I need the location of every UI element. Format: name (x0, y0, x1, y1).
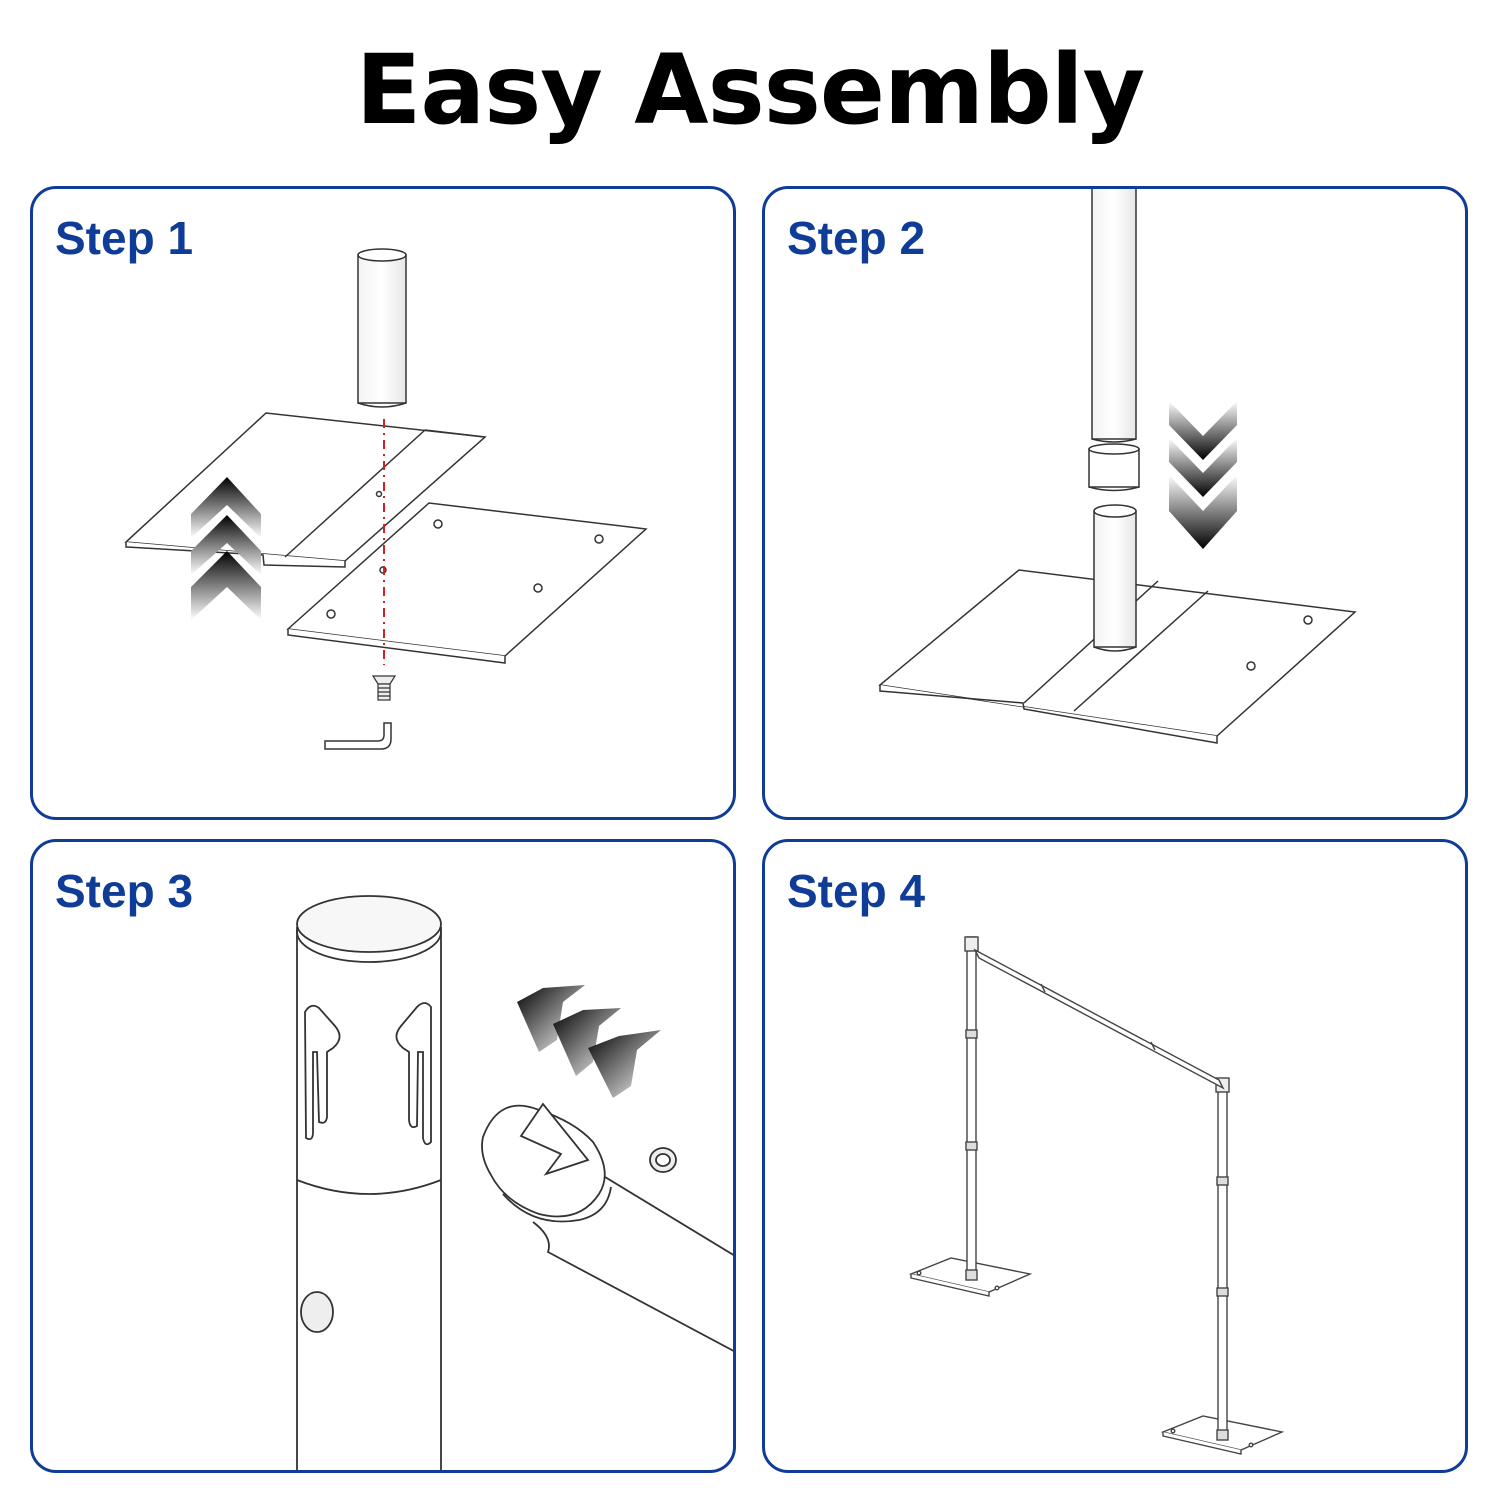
step-3-label: Step 3 (55, 865, 194, 917)
left-upright-pole (964, 936, 979, 1281)
upper-pole (1091, 189, 1137, 443)
screw-icon (371, 675, 397, 701)
down-arrow-icon (1169, 401, 1237, 549)
step-2-illustration (878, 189, 1357, 744)
step-4-illustration (908, 936, 1285, 1455)
crossbar-hook-connector (481, 1102, 733, 1352)
pole-with-keyhole-slots (296, 895, 442, 1470)
connector-sleeve (1088, 443, 1140, 492)
step-4-label: Step 4 (787, 865, 926, 917)
up-arrow-icon (191, 477, 261, 620)
step-2-panel: Step 2 (762, 186, 1468, 820)
assembled-base-plate (878, 569, 1357, 744)
hex-key-icon (324, 722, 392, 750)
crossbar (973, 948, 1225, 1090)
insert-arrow-icon (517, 985, 661, 1098)
step-3-illustration (296, 895, 733, 1470)
step-1-panel: Step 1 (30, 186, 736, 820)
bottom-base-plate (286, 502, 648, 664)
step-1-illustration (124, 248, 648, 750)
step-2-label: Step 2 (787, 212, 926, 264)
lower-tube (1093, 504, 1137, 652)
page-title: Easy Assembly (355, 34, 1145, 146)
step-4-panel: Step 4 (762, 839, 1468, 1473)
step-3-panel: Step 3 (30, 839, 736, 1473)
top-base-plate (124, 412, 487, 568)
step-1-label: Step 1 (55, 212, 194, 264)
upright-tube (357, 248, 407, 408)
right-upright-pole (1215, 1077, 1230, 1441)
